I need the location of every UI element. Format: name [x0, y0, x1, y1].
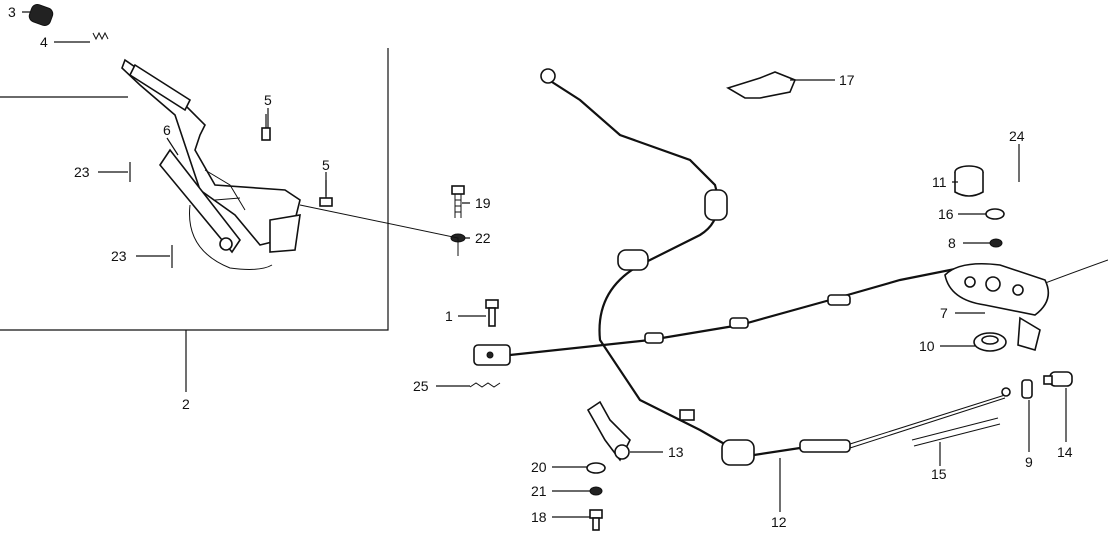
callout-19: 19 [475, 195, 491, 211]
callout-23: 23 [74, 164, 90, 180]
pin-1 [485, 299, 499, 327]
callout-5: 5 [264, 92, 272, 108]
grommet-11 [954, 165, 984, 197]
adjuster-rod [721, 387, 1011, 466]
equalizer-7 [944, 262, 1050, 352]
leader-lines [22, 11, 1067, 518]
callout-14: 14 [1057, 444, 1073, 460]
pins-23 [129, 162, 173, 268]
ratchet-plate [159, 148, 273, 270]
callout-13: 13 [668, 444, 684, 460]
washers-20-21-bolt-18 [586, 462, 606, 531]
brake-lever [121, 58, 301, 253]
callout-23: 23 [111, 248, 127, 264]
spring-15 [911, 417, 1001, 447]
lever-cap [28, 3, 54, 27]
callout-18: 18 [531, 509, 547, 525]
washer-16 [985, 208, 1005, 220]
bolt-19 [451, 185, 465, 218]
callout-3: 3 [8, 4, 16, 20]
callout-8: 8 [948, 235, 956, 251]
callout-11: 11 [932, 174, 947, 190]
callout-16: 16 [938, 206, 954, 222]
nut-8 [989, 238, 1003, 248]
callout-5: 5 [322, 157, 330, 173]
callout-22: 22 [475, 230, 491, 246]
pin-14 [1043, 371, 1073, 387]
callout-4: 4 [40, 34, 48, 50]
washer-22 [299, 204, 466, 256]
callout-21: 21 [531, 483, 547, 499]
callout-2: 2 [182, 396, 190, 412]
callout-1: 1 [445, 308, 453, 324]
bracket-13 [586, 400, 631, 462]
callout-17: 17 [839, 72, 855, 88]
callout-9: 9 [1025, 454, 1033, 470]
nut-9 [1021, 379, 1033, 399]
callout-10: 10 [919, 338, 935, 354]
callout-24: 24 [1009, 128, 1025, 144]
spring [92, 31, 109, 41]
callout-6: 6 [163, 122, 171, 138]
callout-12: 12 [771, 514, 787, 530]
front-cable [540, 68, 736, 451]
callout-7: 7 [940, 305, 948, 321]
callout-25: 25 [413, 378, 429, 394]
lever-assembly-frame [0, 48, 389, 392]
callout-15: 15 [931, 466, 947, 482]
clip-25 [469, 382, 501, 388]
grommet-10 [973, 332, 1007, 352]
bracket-17 [726, 71, 797, 99]
callout-labels: 3 4 5 5 6 23 23 2 19 22 1 25 17 24 11 16… [8, 4, 1073, 530]
callout-20: 20 [531, 459, 547, 475]
